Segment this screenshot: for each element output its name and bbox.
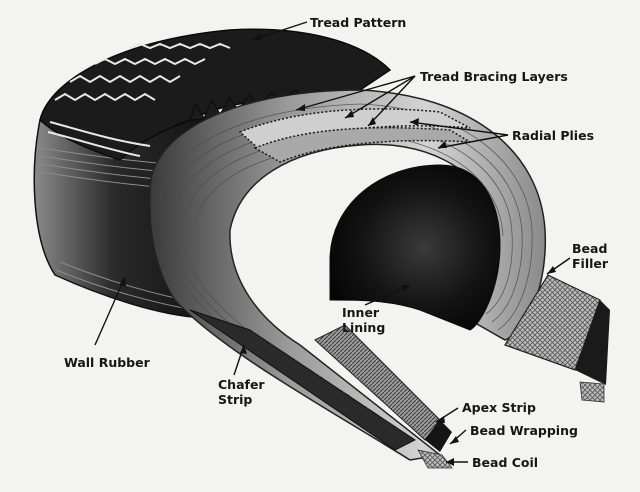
label-bead-coil: Bead Coil (472, 455, 539, 470)
leader-wall-rubber (94, 276, 126, 346)
radial-plies-shape (148, 89, 547, 461)
tread-bracing-belts (238, 108, 471, 163)
label-bead-filler-line2: Filler (572, 256, 609, 271)
label-bead-filler-line1: Bead (572, 241, 608, 256)
leader-radial-1 (409, 121, 509, 136)
label-inner-lining-line2: Lining (342, 320, 386, 335)
leader-bracing-1 (344, 75, 416, 119)
chafer-strip-shape (189, 309, 416, 451)
label-chafer-strip: Chafer Strip (218, 377, 265, 407)
bead-right-rim (575, 300, 610, 385)
label-tread-pattern: Tread Pattern (310, 15, 407, 30)
leader-inner-lining (364, 284, 411, 306)
bead-coil-shape (417, 449, 453, 469)
leader-lines (94, 21, 571, 463)
bead-coil-right (579, 381, 605, 403)
bead-wrapping-shape (425, 420, 452, 452)
leader-radial-2 (437, 134, 509, 149)
label-inner-lining-line1: Inner (342, 305, 380, 320)
label-chafer-strip-line1: Chafer (218, 377, 265, 392)
label-tread-bracing-layers: Tread Bracing Layers (420, 69, 568, 84)
inner-lining-cavity (329, 164, 501, 331)
leader-arrowheads (119, 33, 556, 466)
leader-bracing-2 (367, 75, 416, 127)
tread-grooves (47, 42, 231, 157)
label-bead-filler: Bead Filler (572, 241, 608, 271)
label-radial-plies: Radial Plies (512, 128, 595, 143)
label-chafer-strip-line2: Strip (218, 392, 253, 407)
label-inner-lining: Inner Lining (342, 305, 385, 335)
label-apex-strip: Apex Strip (462, 400, 536, 415)
label-wall-rubber: Wall Rubber (64, 355, 150, 370)
label-bead-wrapping: Bead Wrapping (470, 423, 578, 438)
leader-tread-pattern (251, 21, 308, 41)
leader-bracing-3 (295, 75, 416, 111)
